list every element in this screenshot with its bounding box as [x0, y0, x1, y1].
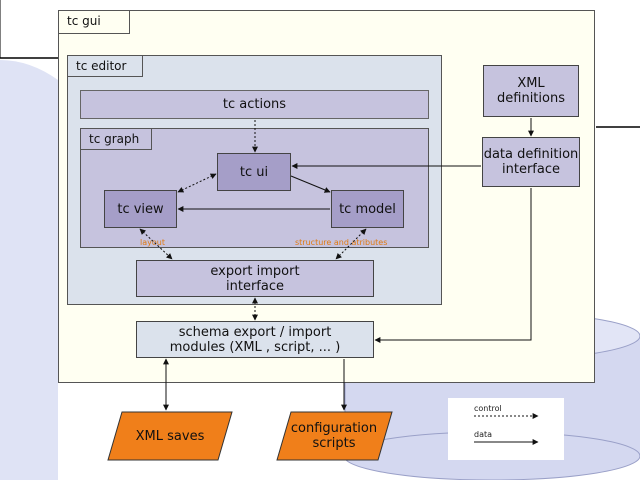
- tc-ui-label: tc ui: [239, 164, 269, 180]
- export-import-interface-box: export import interface: [136, 260, 374, 297]
- xml-def-line1: XML: [517, 76, 545, 91]
- tc-model-box: tc model: [331, 190, 404, 228]
- config-line1: configuration: [290, 421, 378, 436]
- legend-control-label: control: [474, 404, 502, 413]
- schema-modules-box: schema export / import modules (XML , sc…: [136, 321, 374, 358]
- tc-view-box: tc view: [104, 190, 177, 228]
- export-import-line1: export import: [210, 263, 300, 279]
- arrow-ui-to-model: [290, 175, 331, 193]
- tc-actions-box: tc actions: [80, 90, 429, 119]
- tc-editor-label: tc editor: [67, 55, 143, 77]
- legend-data-label: data: [474, 430, 493, 439]
- arrow-model-export: [335, 228, 367, 260]
- xml-saves-label-box: XML saves: [118, 412, 222, 460]
- tc-view-label: tc view: [117, 201, 164, 217]
- export-import-line2: interface: [226, 278, 284, 294]
- tc-ui-box: tc ui: [217, 153, 291, 191]
- tc-graph-label: tc graph: [80, 128, 152, 150]
- data-definition-interface-box: data definition interface: [482, 137, 580, 187]
- schema-line1: schema export / import: [178, 324, 332, 340]
- arrow-view-export: [139, 228, 173, 260]
- xml-def-line2: definitions: [497, 91, 565, 106]
- config-scripts-label-box: configuration scripts: [284, 412, 384, 460]
- tc-model-label: tc model: [339, 201, 396, 217]
- configuration-scripts-shape: [276, 411, 393, 461]
- tc-actions-label: tc actions: [222, 97, 287, 112]
- arrow-ui-view: [177, 173, 217, 193]
- xml-saves-label: XML saves: [135, 428, 205, 444]
- left-blue-shape: [0, 60, 58, 480]
- xml-definitions-box: XML definitions: [483, 65, 579, 117]
- data-def-line2: interface: [502, 162, 560, 177]
- config-line2: scripts: [312, 436, 356, 451]
- data-def-line1: data definition: [483, 147, 579, 162]
- legend-box: [448, 398, 564, 460]
- xml-saves-shape: [107, 411, 233, 461]
- tc-gui-label: tc gui: [58, 10, 130, 34]
- arrow-datadef-to-schema: [374, 188, 532, 343]
- schema-line2: modules (XML , script, ... ): [169, 339, 341, 355]
